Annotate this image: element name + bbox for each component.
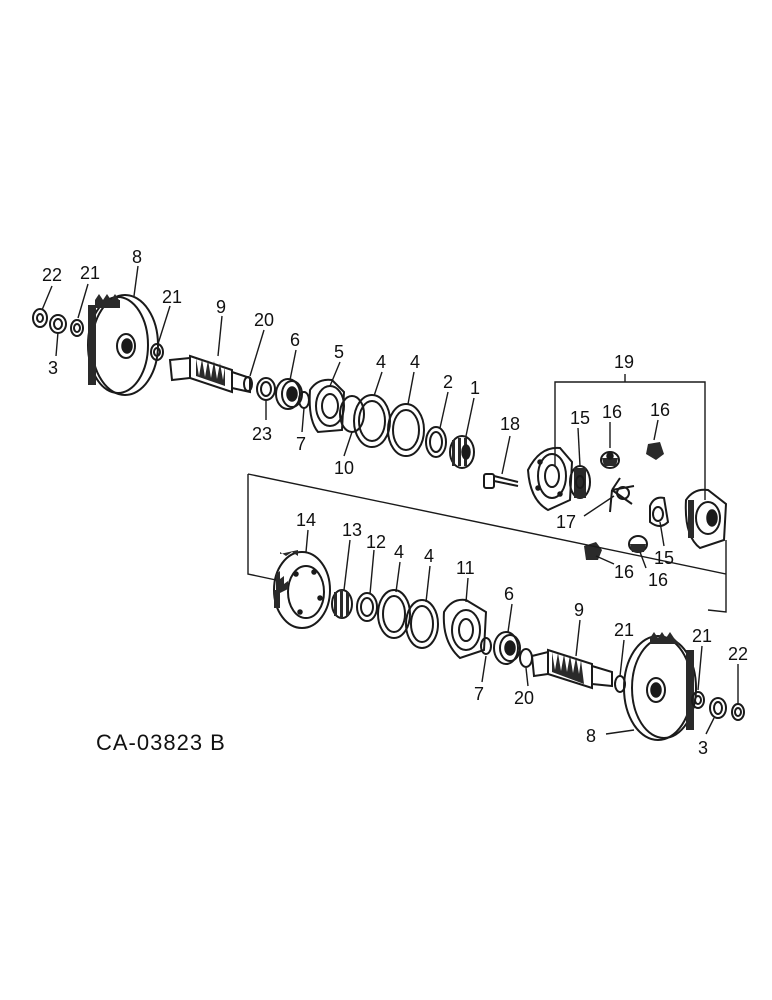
callout-21-lower-right: 21 — [692, 626, 712, 646]
part-final-drive-gear-8-upper — [87, 294, 159, 396]
frame-lines — [247, 473, 727, 613]
callout-10: 10 — [334, 458, 354, 478]
callout-23: 23 — [252, 424, 272, 444]
callout-7-upper: 7 — [296, 434, 306, 454]
callout-20-upper: 20 — [254, 310, 274, 330]
part-cup-2 — [425, 426, 447, 458]
callout-15-upper: 15 — [570, 408, 590, 428]
part-pinion-16-upper-a — [600, 451, 620, 469]
part-shim-4-upper-b — [387, 403, 425, 457]
part-snap-ring-20-lower — [519, 648, 533, 668]
callout-4-lower-a: 4 — [394, 542, 404, 562]
callout-11: 11 — [456, 558, 475, 578]
part-snap-ring-21-upper-left — [70, 319, 84, 337]
part-spider-17 — [609, 477, 635, 513]
callout-22-lower: 22 — [728, 644, 748, 664]
callout-19: 19 — [614, 352, 634, 372]
part-diff-case-half-left — [526, 446, 574, 512]
callout-21-upper-left: 21 — [80, 263, 100, 283]
callout-4-upper-b: 4 — [410, 352, 420, 372]
callout-4-upper-a: 4 — [376, 352, 386, 372]
callout-3-lower: 3 — [698, 738, 708, 758]
part-diff-case-half-right — [684, 488, 728, 550]
part-washer-22-upper — [32, 308, 48, 328]
callout-15-lower: 15 — [654, 548, 674, 568]
callout-3-upper: 3 — [48, 358, 58, 378]
callout-2: 2 — [443, 372, 453, 392]
part-bearing-cage-5 — [308, 378, 346, 434]
callout-17: 17 — [556, 512, 576, 532]
part-bolt-18 — [483, 473, 519, 489]
callout-20-lower: 20 — [514, 688, 534, 708]
bracket-19 — [554, 374, 706, 500]
callout-5: 5 — [334, 342, 344, 362]
part-washer-22-lower — [731, 703, 745, 721]
leader-lines — [41, 265, 739, 735]
callout-22-upper: 22 — [42, 265, 62, 285]
part-bearing-6-lower — [493, 631, 521, 665]
callout-9-upper: 9 — [216, 297, 226, 317]
part-cup-12 — [356, 592, 378, 622]
part-bearing-cage-11 — [442, 598, 488, 660]
part-seal-23 — [256, 377, 276, 401]
callout-14: 14 — [296, 510, 316, 530]
part-bushing-3-upper — [49, 314, 67, 334]
callout-16-lower-b: 16 — [648, 570, 668, 590]
part-final-drive-gear-8-lower — [623, 632, 697, 741]
callout-21-lower-left: 21 — [614, 620, 634, 640]
part-pinion-16-lower-b — [628, 535, 648, 553]
part-axle-shaft-9-upper — [168, 354, 251, 394]
callout-8-lower: 8 — [586, 726, 596, 746]
callout-6-lower: 6 — [504, 584, 514, 604]
part-ring-gear-14 — [273, 550, 331, 629]
part-cone-13 — [331, 589, 353, 619]
callout-16-lower-a: 16 — [614, 562, 634, 582]
callout-13: 13 — [342, 520, 362, 540]
callout-16-upper-a: 16 — [602, 402, 622, 422]
callout-6-upper: 6 — [290, 330, 300, 350]
part-snap-ring-7-lower — [480, 637, 492, 655]
part-side-gear-15-lower — [649, 496, 670, 527]
callout-8-upper: 8 — [132, 247, 142, 267]
part-shim-4-upper-a — [353, 394, 391, 448]
part-snap-ring-21-upper-right — [150, 343, 164, 361]
part-snap-ring-21-lower-right — [691, 691, 705, 709]
part-cone-1 — [449, 435, 475, 469]
callout-1: 1 — [470, 378, 480, 398]
callout-7-lower: 7 — [474, 684, 484, 704]
part-side-gear-15-upper — [569, 465, 591, 499]
callout-12: 12 — [366, 532, 386, 552]
callout-18: 18 — [500, 414, 520, 434]
part-snap-ring-20-upper — [243, 376, 253, 392]
callout-9-lower: 9 — [574, 600, 584, 620]
part-bushing-3-lower — [709, 697, 727, 719]
part-axle-shaft-9-lower — [530, 648, 613, 690]
part-pinion-16-upper-b — [646, 442, 664, 460]
drawing-code: CA-03823 B — [96, 730, 226, 755]
callout-4-lower-b: 4 — [424, 546, 434, 566]
callout-16-upper-b: 16 — [650, 400, 670, 420]
part-shim-4-lower-b — [405, 599, 439, 649]
part-bearing-6-upper — [275, 378, 303, 410]
part-shim-4-lower-a — [377, 589, 411, 639]
callout-21-upper-right: 21 — [162, 287, 182, 307]
